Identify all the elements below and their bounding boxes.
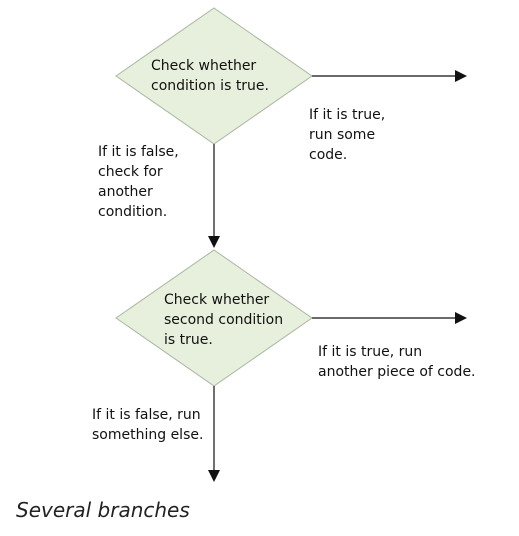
- false-arrowhead-1: [208, 236, 220, 248]
- figure-caption: Several branches: [16, 498, 190, 522]
- decision-2-text: Check whether second condition is true.: [164, 292, 284, 348]
- true-arrowhead-1: [455, 70, 467, 82]
- decision-1-text: Check whether condition is true.: [151, 58, 269, 94]
- decision-1-false-text: If it is false, check for another condit…: [98, 144, 179, 220]
- true-arrowhead-2: [455, 312, 467, 324]
- decision-2-false-text: If it is false, run something else.: [92, 407, 204, 443]
- false-arrowhead-2: [208, 470, 220, 482]
- decision-2-true-text: If it is true, run another piece of code…: [318, 344, 476, 380]
- decision-1-true-text: If it is true, run some code.: [309, 107, 386, 163]
